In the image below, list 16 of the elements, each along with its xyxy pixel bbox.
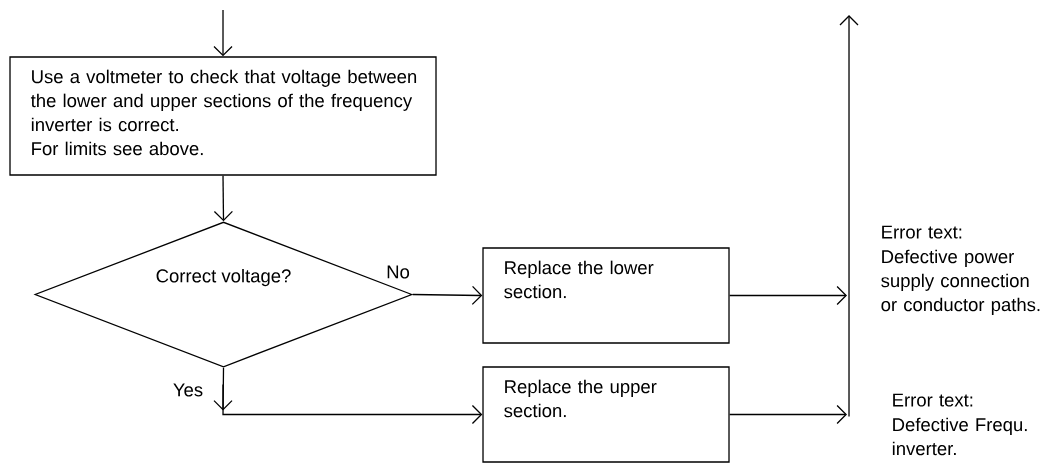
process-box: Use a voltmeter to check that voltage between the lower and upper sections of the frequency inverter is correct. For limits see above. (9, 56, 437, 176)
error-text: Error text: (882, 225, 962, 239)
error-text: Error text: (893, 393, 973, 407)
error-text: Defective Frequ. inverter. (892, 417, 1027, 456)
arrow (839, 15, 859, 418)
process-box: Replace the lower section. (482, 247, 730, 344)
arrow (729, 285, 847, 306)
arrow (729, 404, 847, 425)
error-text: Defective power supply connection or conductor paths. (881, 249, 1040, 315)
arrow (213, 175, 234, 222)
arrow (213, 9, 233, 57)
edge-label: No (387, 265, 410, 279)
process-box: Replace the upper section. (482, 366, 730, 463)
edge-label: Yes (173, 383, 203, 397)
arrow (213, 367, 483, 425)
arrow (412, 285, 483, 305)
